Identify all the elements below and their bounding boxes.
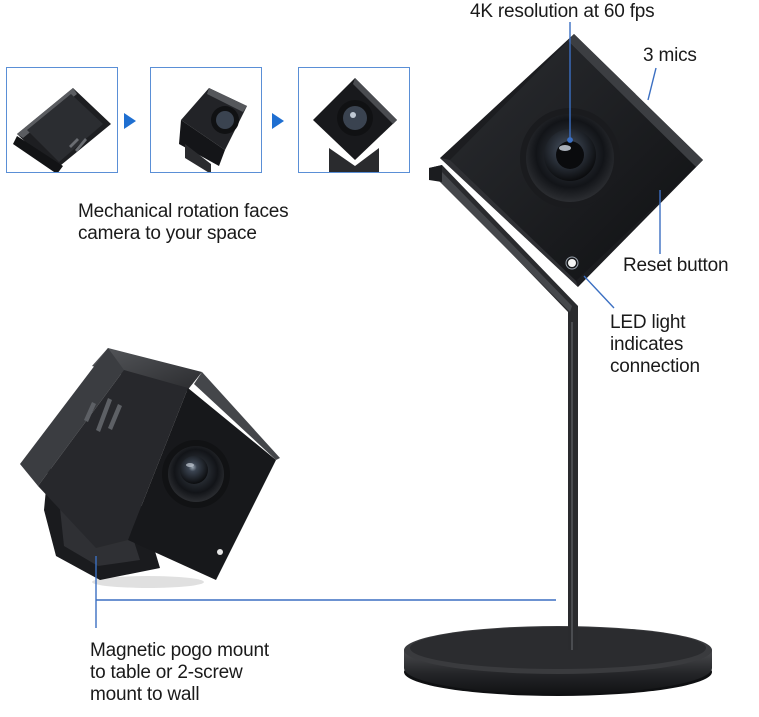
step-arrow-2 — [272, 113, 284, 129]
rotation-step-2 — [150, 67, 262, 173]
label-rotation-line-2: camera to your space — [78, 223, 257, 244]
step-arrow-1 — [124, 113, 136, 129]
rotation-step-3-image — [313, 78, 397, 172]
stand-pole — [429, 165, 578, 650]
label-led-line-1: LED light — [610, 312, 686, 333]
rotation-step-1-image — [13, 88, 111, 172]
label-mount-line-2: to table or 2-screw — [90, 662, 243, 683]
stand-base — [404, 626, 712, 696]
label-resolution: 4K resolution at 60 fps — [470, 1, 655, 22]
label-mount: Magnetic pogo mount to table or 2-screw … — [90, 640, 269, 706]
label-reset-button: Reset button — [623, 255, 729, 276]
leader-resolution-dot — [567, 137, 573, 143]
leader-mics — [647, 67, 657, 101]
label-mount-line-3: mount to wall — [90, 684, 200, 705]
rotation-step-3 — [298, 67, 410, 173]
label-mount-line-1: Magnetic pogo mount — [90, 640, 269, 661]
rotation-step-1 — [6, 67, 118, 173]
label-rotation: Mechanical rotation faces camera to your… — [78, 201, 289, 245]
label-led-line-2: indicates — [610, 334, 684, 355]
label-led: LED light indicates connection — [610, 312, 700, 378]
label-led-line-3: connection — [610, 356, 700, 377]
label-mics: 3 mics — [643, 45, 697, 66]
leader-led — [583, 275, 615, 309]
small-camera — [20, 348, 280, 588]
main-camera — [440, 34, 703, 287]
leader-lines — [95, 22, 661, 628]
rotation-step-2-image — [179, 88, 247, 172]
label-rotation-line-1: Mechanical rotation faces — [78, 201, 289, 222]
